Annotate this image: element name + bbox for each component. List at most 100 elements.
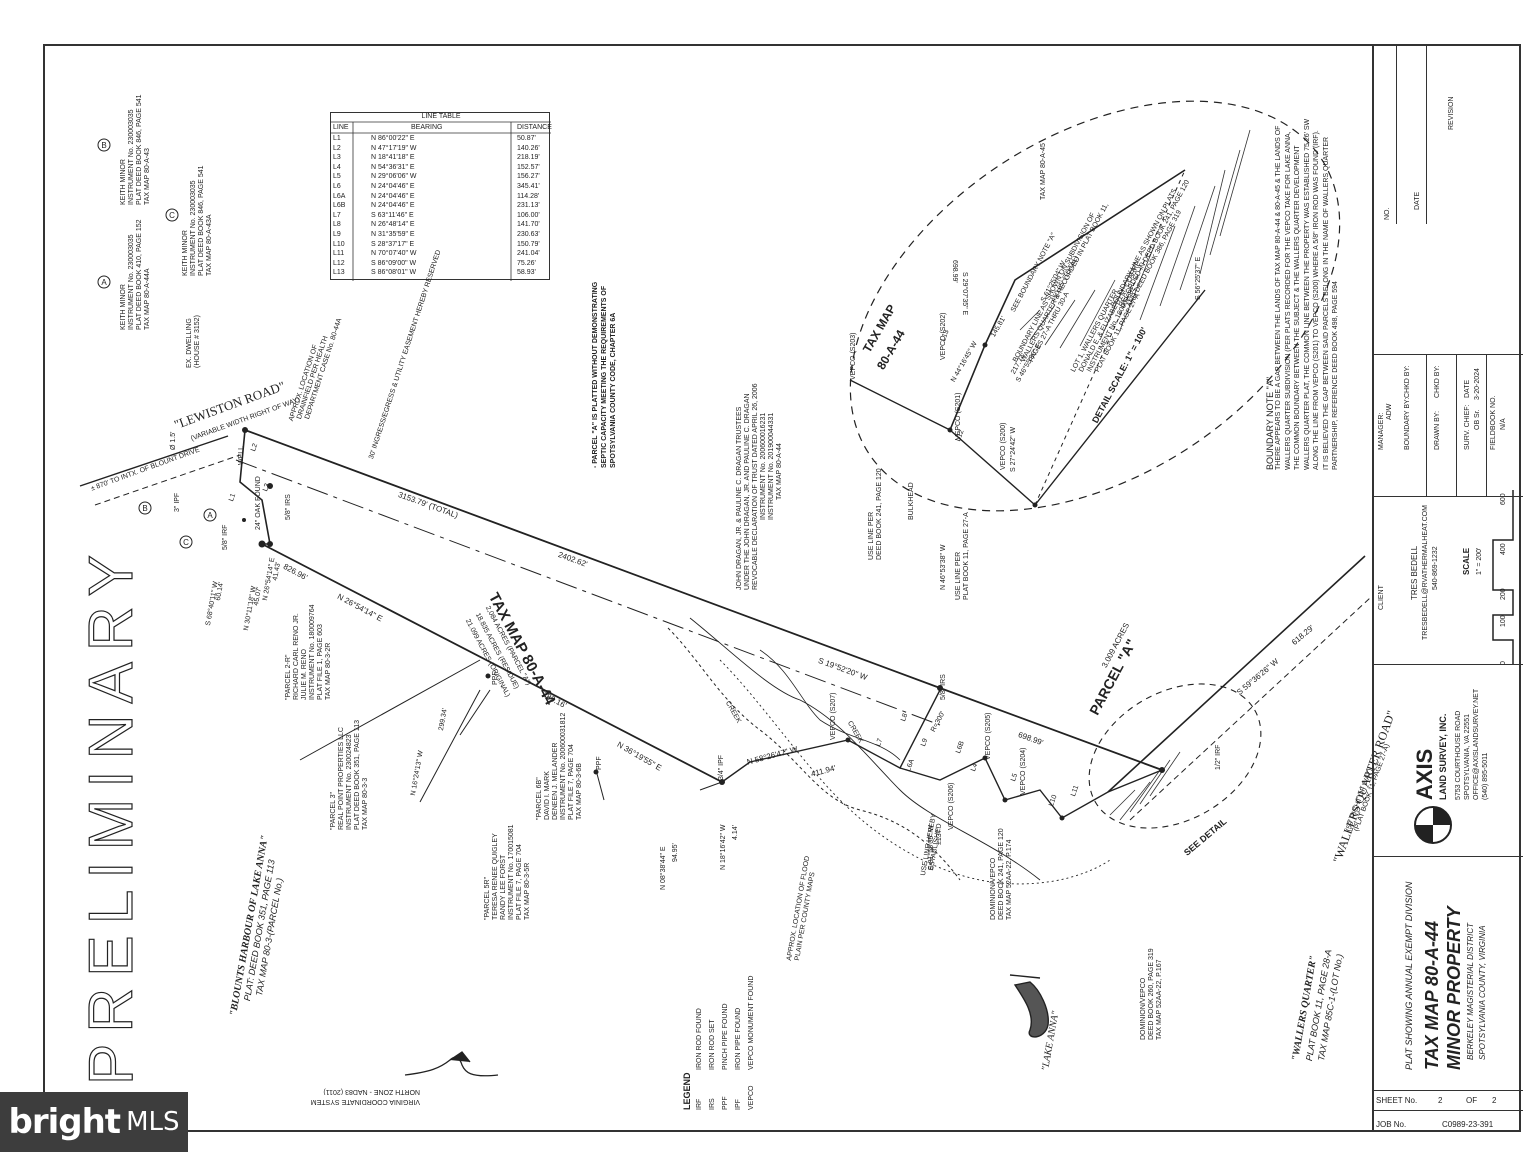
dominion-vepco: TAX MAP 52AA-22, P.167	[1156, 959, 1163, 1040]
parcel-3: PLAT DEED BOOK 351, PAGE 113	[354, 720, 361, 830]
lake-anna-fish-icon	[1009, 974, 1049, 1038]
vepco-s203: VEPCO (S203)	[850, 332, 857, 380]
line-table-cell: 114.28'	[517, 192, 540, 200]
boundary-note-line: ALONG THE LINE FROM VEPCO (S201) TO VEPC…	[1313, 130, 1320, 470]
parcel-6b: INSTRUMENT No. 200600031812	[560, 712, 567, 820]
bearing-n18: N 18°16'42" W	[720, 824, 727, 870]
boundary-note-line: PARTNERSHIP, REFERENCE DEED BOOK 498, PA…	[1332, 281, 1339, 470]
legend-abbr: IPF	[735, 1099, 742, 1110]
sheet-of-label: OF	[1466, 1096, 1478, 1105]
line-table-cell: 231.13'	[517, 202, 540, 210]
legend-abbr: IRF	[696, 1098, 703, 1110]
parcel-septic-note: SEPTIC CAPACITY MEETING THE REQUIREMENTS…	[601, 285, 608, 468]
line-table-cell: N 26°48'14" E	[371, 221, 415, 229]
svg-text:C: C	[183, 538, 189, 547]
svg-text:A: A	[207, 511, 213, 520]
sheet-label: SHEET No.	[1376, 1096, 1418, 1105]
legend-desc: IRON ROD SET	[709, 1019, 716, 1070]
svg-text:B: B	[101, 141, 106, 150]
dominion-vepco: DEED BOOK 260, PAGE 319	[1148, 948, 1155, 1040]
line-table-cell: S 86°09'00" W	[371, 259, 417, 267]
iron-pipe-found: 3/4" IPF	[718, 754, 725, 780]
sheet-border	[43, 44, 1521, 1132]
parcel-5r: TAX MAP 80-3-5R	[524, 862, 531, 920]
parcel-3: TAX MAP 80-3-3	[362, 777, 369, 830]
tax-map-80-a-45: TAX MAP 80-A-45	[1040, 143, 1047, 200]
line-table-cell: 230.63'	[517, 231, 540, 238]
dominion-vepco-b: DOMINION/VEPCO	[990, 857, 997, 920]
distance-s29: 698.99'	[951, 260, 958, 283]
dragan-trustees: TAX MAP 80-A-44	[776, 443, 783, 500]
coordinate-system: VIRGINIA COORDINATE SYSTEM	[310, 1098, 420, 1105]
iron-pipe-found: 3" IPF	[174, 492, 181, 512]
main-boundary-north	[244, 429, 1163, 771]
vepco-s205: VEPCO (S205)	[985, 712, 992, 760]
vepco-s204: VEPCO (S204)	[1020, 747, 1027, 795]
axis-logo-icon	[1414, 806, 1452, 844]
svg-text:A: A	[101, 278, 107, 287]
parcel-2r: INSTRUMENT No. 180009764	[309, 604, 316, 700]
line-table-cell: L6A	[333, 192, 346, 200]
parcel-3: INSTRUMENT No. 230024823	[346, 734, 353, 830]
well-label: WELL	[238, 445, 245, 465]
line-table-title: LINE TABLE	[421, 113, 461, 120]
easement-centerline	[235, 459, 941, 726]
preliminary-text: PRELIMINARY	[86, 555, 146, 1085]
legend-abbr: VEPCO	[748, 1085, 755, 1110]
line-table-cell: L6	[333, 183, 341, 190]
line-table-cell: N 24°04'46" E	[371, 192, 415, 200]
dragan-trustees: UNDER THE JOHN DRAGAN, JR. AND PAULINE C…	[744, 393, 751, 590]
lewiston-road-line	[79, 435, 229, 487]
line-table-cell: N 70°07'40" W	[371, 250, 417, 258]
line-table-header: LINE	[333, 124, 349, 131]
line-table-cell: L4	[333, 163, 341, 171]
parcel-6b: TAX MAP 80-3-6B	[576, 763, 583, 820]
dominion-vepco: DOMINION/VEPCO	[1140, 977, 1147, 1040]
keith-minor-a: TAX MAP 80-A-44A	[144, 268, 151, 330]
bulkhead-label: BULKHEAD	[908, 482, 915, 520]
use-line-plat: USE LINE PER	[955, 551, 962, 600]
line-table-cell: N 18°41'18" E	[371, 154, 415, 162]
parcel-2r: TAX MAP 80-3-2R	[325, 642, 332, 700]
line-table-cell: 345.41'	[517, 183, 540, 190]
sheet-of-value: 2	[1492, 1096, 1497, 1105]
legend-abbr: PPF	[722, 1096, 729, 1110]
keith-minor-c: KEITH MINOR	[182, 230, 189, 276]
dragan-trustees: INSTRUMENT No. 200600016231	[760, 412, 767, 520]
line-table-cell: S 63°11'46" E	[371, 211, 414, 219]
dragan-trustees: REVOCABLE DECLARATION OF TRUST DATED APR…	[752, 383, 759, 590]
bearing-n46: N 46°53'38" W	[940, 544, 947, 590]
parcel-2r: RICHARD CARL RENO JR.	[293, 613, 300, 700]
bearing-n08: N 08°38'44" E	[660, 846, 667, 890]
flood-plain-line	[719, 659, 1111, 885]
north-arrow-icon	[404, 1051, 499, 1077]
boundary-note-title: BOUNDARY NOTE "A"	[1265, 376, 1275, 470]
keith-minor-a: PLAT DEED BOOK 410, PAGE 152	[136, 219, 143, 331]
boundary-note-line: THERE APPEARS TO BE A GAP BETWEEN THE LA…	[1275, 125, 1282, 470]
keith-minor-b: KEITH MINOR	[120, 159, 127, 205]
dominion-vepco-b: DEED BOOK 241, PAGE 120	[998, 828, 1005, 920]
line-table-cell: N 86°00'22" E	[371, 135, 415, 142]
line-table-cell: 140.26'	[517, 144, 540, 152]
iron-rod-set: 5/8" IRS	[940, 674, 947, 700]
line-table-cell: L1	[333, 135, 341, 142]
keith-minor-b: INSTRUMENT No. 230003035	[128, 109, 135, 205]
line-table-cell: L13	[333, 269, 345, 277]
line-table-cell: 218.19'	[517, 154, 540, 162]
parcel-2r: "PARCEL 2-R"	[285, 654, 292, 700]
line-table-cell: L11	[333, 250, 345, 258]
legend-title: LEGEND	[682, 1072, 692, 1110]
boundary-note-line: WALLERS QUARTER PLAT, THE COMMON LINE BE…	[1303, 118, 1311, 470]
parcel-6b: DENEEN J. MELANDER	[552, 742, 559, 820]
job-value: C0989-23-391	[1442, 1120, 1494, 1129]
preliminary-watermark: PRELIMINARY	[86, 554, 146, 1085]
line-table-cell: S 28°37'17" E	[371, 240, 415, 248]
line-table-cell: L10	[333, 240, 345, 248]
line-table-cell: L3	[333, 154, 341, 162]
existing-dwelling: EX. DWELLING	[186, 318, 193, 368]
pinch-pipe-found: PPF	[596, 756, 603, 770]
